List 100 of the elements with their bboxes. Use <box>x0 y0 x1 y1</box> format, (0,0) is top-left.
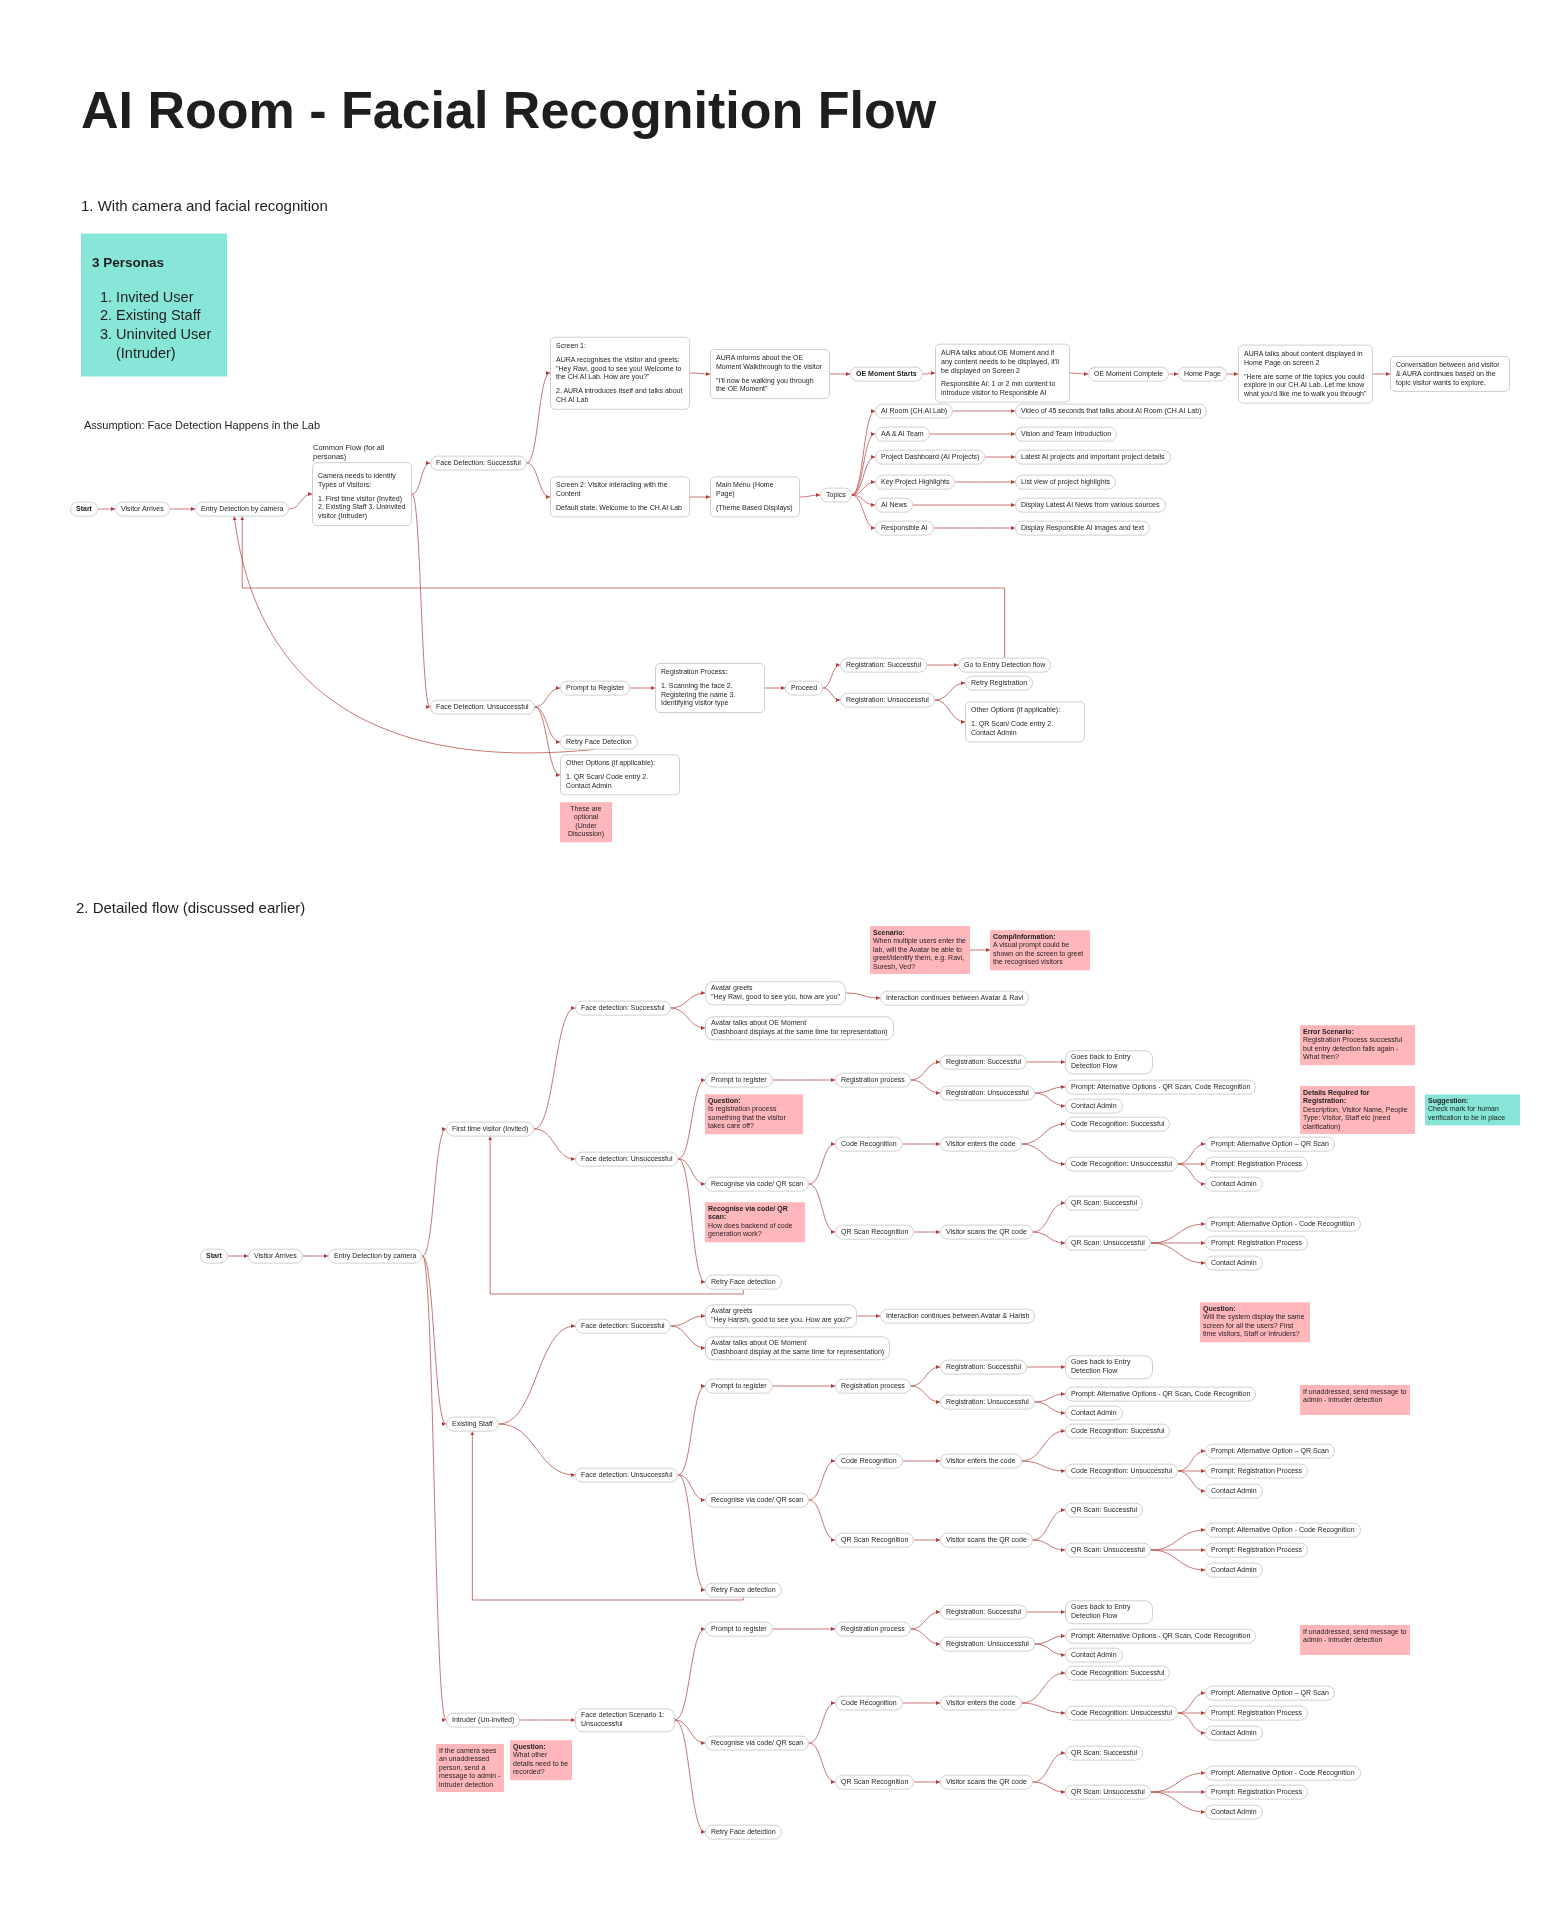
flow-step-pill <box>705 1378 773 1394</box>
sticky-note <box>1425 1094 1520 1126</box>
flow-step-pill <box>875 474 956 490</box>
flow-step-pill <box>705 1072 773 1088</box>
flow-step-pill <box>430 699 535 715</box>
flow-step-pill <box>1205 1255 1263 1271</box>
flow-step-pill <box>835 1532 915 1548</box>
flow-step-pill <box>1205 1463 1309 1479</box>
flow-step-pill <box>940 1604 1028 1620</box>
flow-step-pill <box>430 455 527 471</box>
flow-step-pill <box>940 1136 1022 1152</box>
flow-step-pill <box>115 501 170 517</box>
flow-step-pill <box>1205 1176 1263 1192</box>
flow-step-pill <box>940 1774 1033 1790</box>
flow-step-pill <box>705 1492 810 1508</box>
flow-step-pill <box>1205 1235 1309 1251</box>
flow-step-pill <box>248 1248 303 1264</box>
flow-step-pill <box>1178 366 1227 382</box>
flow-step-pill <box>1205 1804 1263 1820</box>
flow-step-pill <box>705 1016 894 1040</box>
flow-step-pill <box>446 1712 521 1728</box>
flow-step-pill <box>1065 1784 1151 1800</box>
flow-step-pill <box>1065 1745 1144 1761</box>
persona-item: 3. Uninvited User (Intruder) <box>99 324 213 363</box>
flow-step-pill <box>575 1467 679 1483</box>
flow-step-pill <box>1205 1443 1335 1459</box>
flow-step-pill <box>705 1824 782 1840</box>
flow-step-pill <box>1065 1156 1179 1172</box>
flow-step-pill <box>940 1359 1028 1375</box>
flow-step-pill <box>575 1151 679 1167</box>
flow-step-pill <box>1065 1463 1179 1479</box>
flow-step-pill <box>850 366 923 382</box>
flow-step-pill <box>1065 1647 1123 1663</box>
flow-step-pill <box>1205 1136 1335 1152</box>
flow-step-pill <box>1065 1665 1171 1681</box>
flow-step-pill <box>575 1000 671 1016</box>
sticky-note <box>1200 1302 1310 1342</box>
flow-step-pill <box>835 1072 911 1088</box>
flow-step-card <box>550 336 690 410</box>
persona-card <box>81 233 227 377</box>
sticky-note <box>705 1202 805 1242</box>
flow-step-pill <box>705 1582 782 1598</box>
flow-step-pill <box>940 1636 1035 1652</box>
flow-step-pill <box>835 1695 903 1711</box>
sticky-note <box>560 802 612 842</box>
flow-step-pill <box>1065 1542 1151 1558</box>
section-label: 2. Detailed flow (discussed earlier) <box>76 899 306 916</box>
flow-step-pill <box>575 1708 675 1732</box>
flow-step-pill <box>560 734 638 750</box>
flow-step-pill <box>940 1394 1035 1410</box>
section-label: Assumption: Face Detection Happens in the Lab <box>84 419 321 431</box>
flow-step-pill <box>1065 1079 1257 1095</box>
flow-step-pill <box>1065 1628 1257 1644</box>
flow-step-pill <box>1205 1562 1263 1578</box>
flow-step-pill <box>1015 426 1118 442</box>
flow-step-pill <box>840 692 935 708</box>
flow-step-pill <box>1205 1784 1309 1800</box>
flow-step-pill <box>835 1136 903 1152</box>
flow-step-pill <box>875 520 934 536</box>
flow-step-pill <box>940 1085 1035 1101</box>
flow-step-pill <box>785 680 824 696</box>
flow-step-pill <box>1065 1355 1153 1379</box>
flow-step-pill <box>1065 1600 1153 1624</box>
persona-item: 1. Invited User <box>99 287 195 306</box>
flow-step-pill <box>1088 366 1170 382</box>
flow-step-pill <box>940 1224 1033 1240</box>
flow-step-pill <box>1065 1705 1179 1721</box>
flow-step-pill <box>560 680 631 696</box>
flow-step-pill <box>705 1274 782 1290</box>
flow-step-pill <box>880 990 1030 1006</box>
persona-item: 2. Existing Staff <box>99 305 202 325</box>
flow-step-pill <box>70 501 98 517</box>
flow-step-pill <box>1065 1050 1153 1074</box>
flow-step-pill <box>835 1621 911 1637</box>
flow-step-pill <box>446 1121 535 1137</box>
flow-step-pill <box>705 1336 891 1360</box>
flow-step-card <box>1390 355 1510 393</box>
flow-step-pill <box>1205 1542 1309 1558</box>
flow-step-pill <box>195 501 290 517</box>
flow-step-pill <box>840 657 928 673</box>
flow-step-pill <box>880 1308 1036 1324</box>
flow-step-pill <box>705 1176 810 1192</box>
flow-step-pill <box>1205 1216 1361 1232</box>
flow-step-pill <box>1015 474 1117 490</box>
flow-step-pill <box>705 1735 810 1751</box>
flow-step-card <box>655 663 765 713</box>
flow-step-pill <box>446 1416 499 1432</box>
flow-step-pill <box>958 657 1052 673</box>
flow-step-pill <box>1065 1502 1144 1518</box>
flow-step-pill <box>1015 520 1150 536</box>
diagram-title: AI Room - Facial Recognition Flow <box>81 80 937 140</box>
sticky-note <box>705 1094 803 1134</box>
flow-step-pill <box>835 1378 911 1394</box>
flow-step-pill <box>705 1621 773 1637</box>
section-label: 1. With camera and facial recognition <box>81 197 328 214</box>
sticky-note <box>1300 1625 1410 1655</box>
flow-step-pill <box>1065 1195 1144 1211</box>
flow-step-pill <box>1065 1405 1123 1421</box>
flow-step-pill <box>1205 1483 1263 1499</box>
flow-step-pill <box>1015 497 1166 513</box>
